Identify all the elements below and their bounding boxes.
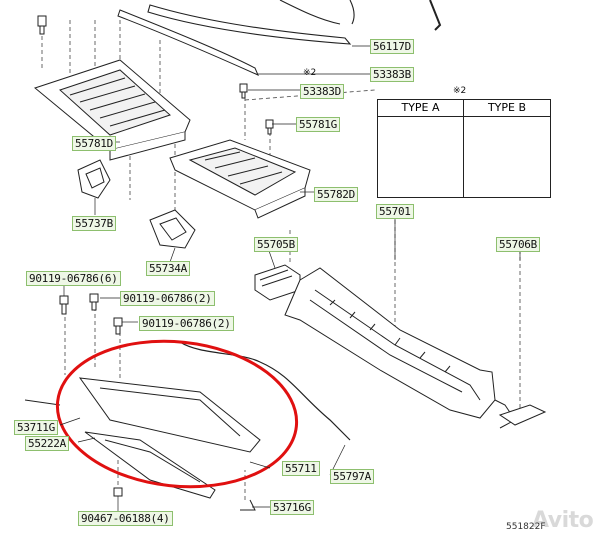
part-label-55706b: 55706B	[496, 237, 540, 252]
part-label-55734a: 55734A	[146, 261, 190, 276]
clip-top-left	[37, 15, 47, 35]
drain-hose-55797	[179, 341, 351, 441]
part-label-90119-2a: 90119-06786(2)	[120, 291, 215, 306]
part-label-55711: 55711	[282, 461, 320, 476]
part-label-53716g: 53716G	[270, 500, 314, 515]
part-label-55705b: 55705B	[254, 237, 298, 252]
part-label-55737b: 55737B	[72, 216, 116, 231]
clip-parts	[59, 83, 274, 497]
bracket-55737	[77, 159, 111, 199]
clip-type-legend: TYPE A TYPE B	[377, 99, 551, 198]
type-a-header: TYPE A	[378, 100, 464, 117]
type-b-header: TYPE B	[464, 100, 550, 117]
cowl-louvre-right	[169, 139, 311, 219]
part-label-90467: 90467-06188(4)	[78, 511, 173, 526]
highlight-ellipse	[55, 339, 299, 489]
part-label-55781g: 55781G	[296, 117, 340, 132]
bracket-55734	[149, 209, 196, 249]
part-label-55781d: 55781D	[72, 136, 116, 151]
part-label-55701: 55701	[376, 204, 414, 219]
part-label-55222a: 55222A	[25, 436, 69, 451]
part-label-53383b: 53383B	[370, 67, 414, 82]
wiper-motor-55705	[254, 264, 301, 301]
part-label-53383d: 53383D	[300, 84, 344, 99]
windshield-edge	[147, 0, 442, 45]
bracket-55706	[498, 404, 547, 426]
part-label-90119-6: 90119-06786(6)	[26, 271, 121, 286]
diagram-code: 551822F	[506, 522, 546, 532]
lower-cowl-panels	[24, 377, 261, 511]
note-mark-2: ※2	[303, 68, 317, 78]
part-label-56117d: 56117D	[370, 39, 414, 54]
type-box-note: ※2	[453, 86, 467, 96]
part-label-53711g: 53711G	[14, 420, 58, 435]
part-label-55782d: 55782D	[314, 187, 358, 202]
part-label-90119-2b: 90119-06786(2)	[139, 316, 234, 331]
watermark-logo: Avito	[532, 508, 594, 533]
weatherstrip-56117	[117, 9, 259, 76]
cowl-panel-55701	[284, 267, 516, 429]
type-divider	[463, 116, 464, 197]
part-label-55797a: 55797A	[330, 469, 374, 484]
